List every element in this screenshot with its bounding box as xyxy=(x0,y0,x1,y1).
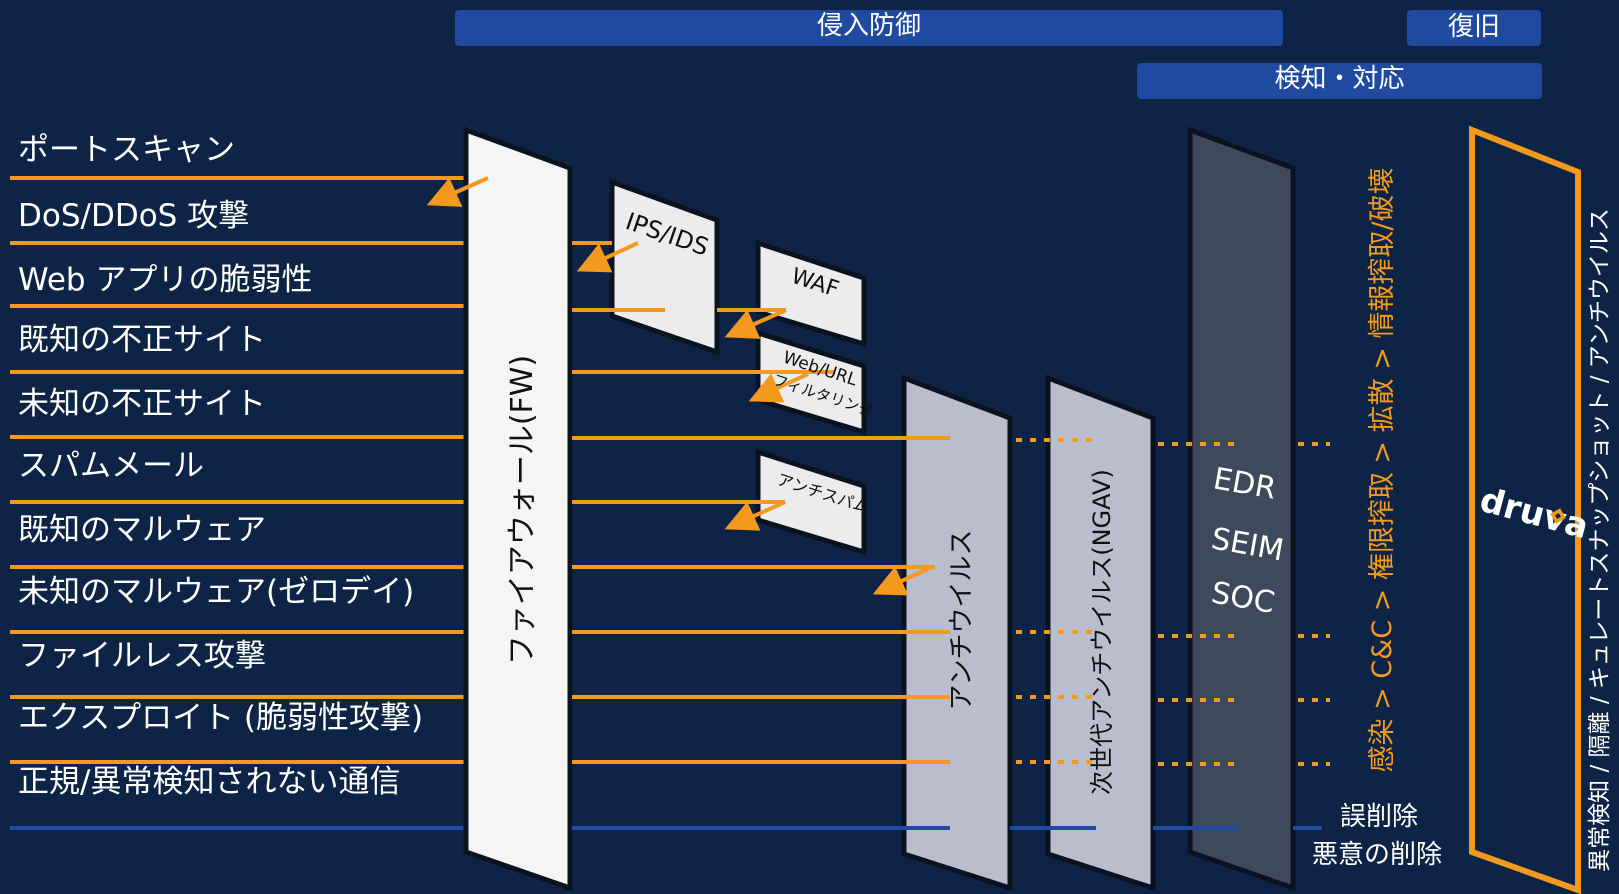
threat-lines xyxy=(10,176,500,764)
antivirus-label: アンチウイルス xyxy=(947,530,977,711)
threat-undetected-traffic: 正規/異常検知されない通信 xyxy=(18,764,401,800)
threat-known-bad-site: 既知の不正サイト xyxy=(18,322,266,358)
false-delete-label: 誤削除 xyxy=(1340,802,1419,832)
threat-port-scan: ポートスキャン xyxy=(18,132,235,168)
firewall-label: ファイアウォール(FW) xyxy=(505,355,540,665)
edr-panel xyxy=(1187,126,1296,892)
threat-zero-day-malware: 未知のマルウェア(ゼロデイ) xyxy=(18,574,415,610)
header-detection-response: 検知・対応 xyxy=(1137,63,1542,99)
threat-known-malware: 既知のマルウェア xyxy=(18,512,266,548)
recovery-features-label: 異常検知 / 隔離 / キュレートスナップショット / アンチウイルス xyxy=(1587,208,1613,872)
threat-exploit: エクスプロイト (脆弱性攻撃) xyxy=(18,700,424,736)
header-recovery: 復旧 xyxy=(1407,10,1541,46)
threat-spam-mail: スパムメール xyxy=(18,448,204,484)
attack-chain-label: 感染 > C&C > 権限搾取 > 拡散 > 情報搾取/破壊 xyxy=(1367,167,1398,772)
header-intrusion-defense: 侵入防御 xyxy=(455,10,1283,46)
dotted-lines xyxy=(1016,438,1330,766)
block-arrows xyxy=(426,176,933,596)
druva-mark-icon xyxy=(1550,508,1566,524)
ngav-label: 次世代アンチウイルス(NGAV) xyxy=(1088,469,1116,795)
inner-lines xyxy=(572,241,950,764)
malicious-delete-label: 悪意の削除 xyxy=(1312,840,1443,870)
antispam-panel xyxy=(755,448,867,556)
firewall-panel xyxy=(463,126,573,892)
druva-panel xyxy=(1469,125,1581,894)
ips-ids-panel xyxy=(609,178,720,356)
threat-fileless: ファイルレス攻撃 xyxy=(18,638,266,674)
threat-web-app-vuln: Web アプリの脆弱性 xyxy=(18,262,313,298)
threat-dos-ddos: DoS/DDoS 攻撃 xyxy=(18,198,250,234)
threat-unknown-bad-site: 未知の不正サイト xyxy=(18,386,266,422)
waf-panel xyxy=(755,239,867,348)
